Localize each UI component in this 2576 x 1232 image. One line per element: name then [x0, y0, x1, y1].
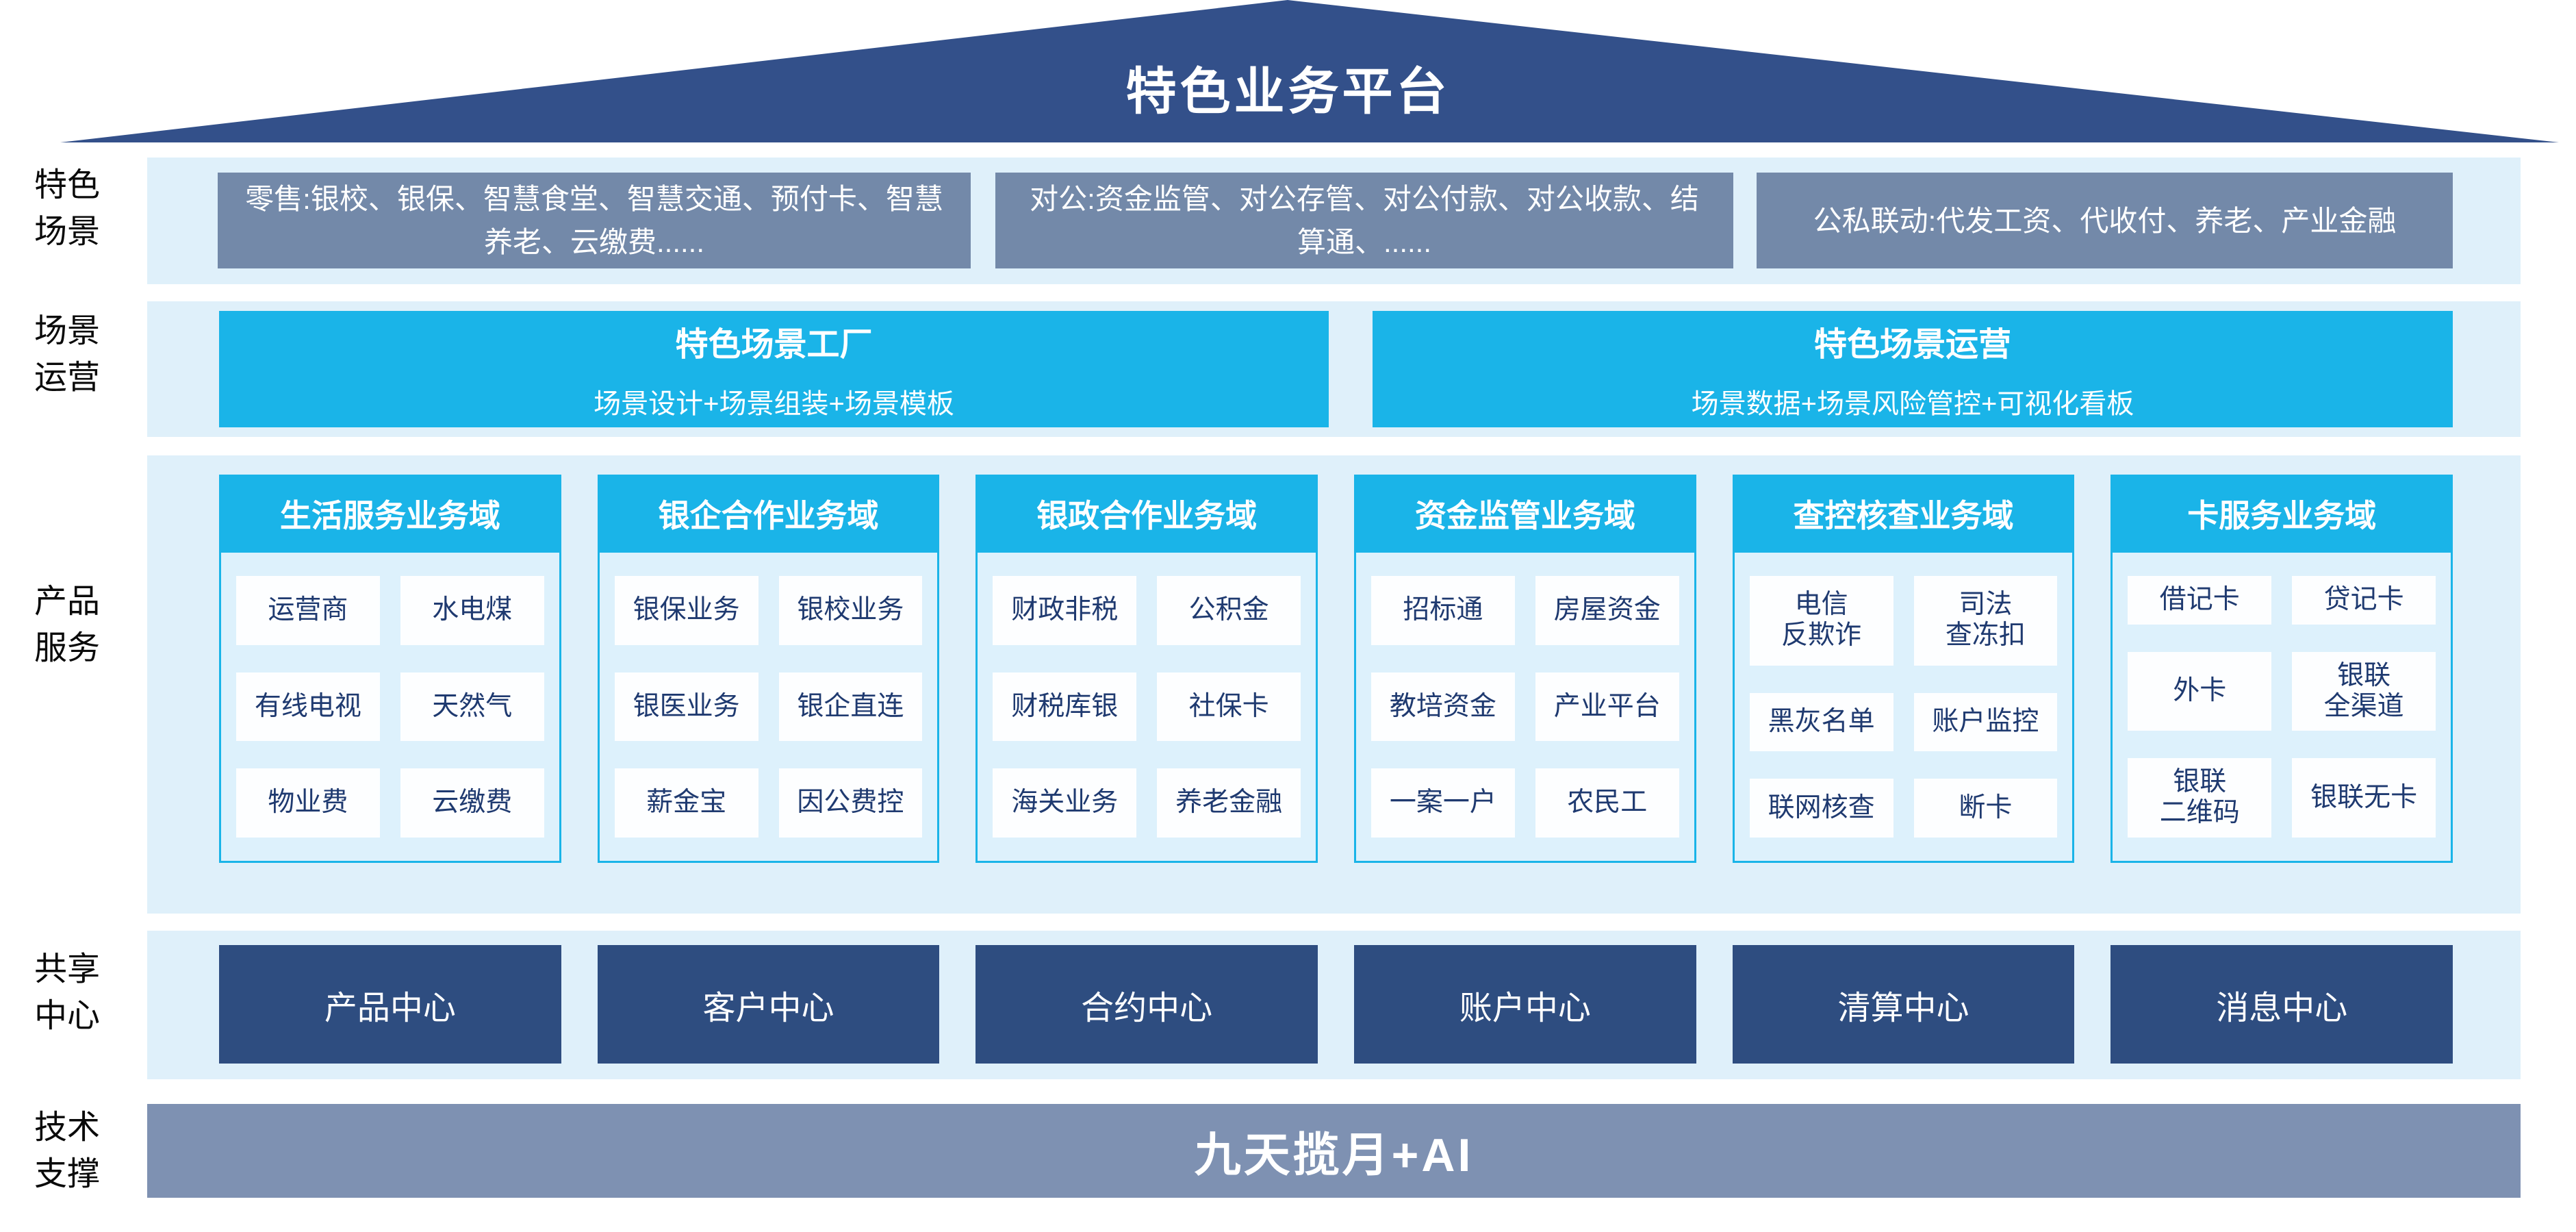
tech-support-bar: 九天揽月+AI [147, 1104, 2521, 1198]
product-cell: 有线电视 [236, 672, 380, 742]
product-cell: 财政非税 [993, 576, 1137, 645]
product-cell: 天然气 [400, 672, 544, 742]
product-column-body: 借记卡 贷记卡 外卡 银联 全渠道 银联 二维码 银联无卡 [2110, 553, 2453, 863]
product-cell: 公积金 [1157, 576, 1301, 645]
row-label-products: 产品 服务 [34, 583, 100, 667]
product-cell: 银联无卡 [2292, 758, 2436, 838]
product-cell: 银校业务 [778, 576, 923, 645]
product-cell: 司法 查冻扣 [1913, 576, 2058, 666]
product-cell: 运营商 [236, 576, 380, 645]
row-label-tech: 技术 支撑 [34, 1109, 100, 1193]
product-cell: 财税库银 [993, 672, 1137, 742]
scene-factory-title: 特色场景工厂 [675, 327, 873, 363]
product-cell: 房屋资金 [1535, 576, 1679, 645]
product-cell: 物业费 [236, 768, 380, 838]
product-column-header: 查控核查业务域 [1732, 475, 2075, 553]
product-cell: 银联 二维码 [2128, 758, 2272, 838]
product-cell: 产业平台 [1535, 672, 1679, 742]
operations-band: 特色场景工厂 场景设计+场景组装+场景模板 特色场景运营 场景数据+场景风险管控… [147, 301, 2521, 437]
product-column-body: 银保业务 银校业务 银医业务 银企直连 薪金宝 因公费控 [597, 553, 940, 863]
center-box-account: 账户中心 [1354, 945, 1696, 1064]
product-column-body: 电信 反欺诈 司法 查冻扣 黑灰名单 账户监控 联网核查 断卡 [1732, 553, 2075, 863]
scene-factory-box: 特色场景工厂 场景设计+场景组装+场景模板 [219, 311, 1329, 427]
product-cell: 银保业务 [614, 576, 758, 645]
product-column-body: 财政非税 公积金 财税库银 社保卡 海关业务 养老金融 [975, 553, 1318, 863]
product-cell: 薪金宝 [614, 768, 758, 838]
product-cell: 黑灰名单 [1749, 692, 1893, 752]
product-column-bank-enterprise: 银企合作业务域 银保业务 银校业务 银医业务 银企直连 薪金宝 因公费控 [597, 475, 940, 863]
product-cell: 因公费控 [778, 768, 923, 838]
products-band: 生活服务业务域 运营商 水电煤 有线电视 天然气 物业费 云缴费 银企合作业务域… [147, 455, 2521, 914]
product-cell: 联网核查 [1749, 779, 1893, 838]
scene-operation-box: 特色场景运营 场景数据+场景风险管控+可视化看板 [1373, 311, 2453, 427]
product-cell: 社保卡 [1157, 672, 1301, 742]
scene-operation-subtitle: 场景数据+场景风险管控+可视化看板 [1691, 389, 2134, 419]
scenes-band: 零售:银校、银保、智慧食堂、智慧交通、预付卡、智慧养老、云缴费...... 对公… [147, 158, 2521, 284]
product-column-header: 银政合作业务域 [975, 475, 1318, 553]
product-cell: 教培资金 [1371, 672, 1515, 742]
product-cell: 水电煤 [400, 576, 544, 645]
product-column-body: 运营商 水电煤 有线电视 天然气 物业费 云缴费 [219, 553, 561, 863]
product-column-inquiry-control: 查控核查业务域 电信 反欺诈 司法 查冻扣 黑灰名单 账户监控 联网核查 断卡 [1732, 475, 2075, 863]
scene-factory-subtitle: 场景设计+场景组装+场景模板 [594, 389, 954, 419]
product-column-header: 资金监管业务域 [1354, 475, 1696, 553]
product-cell: 断卡 [1913, 779, 2058, 838]
center-box-customer: 客户中心 [597, 945, 940, 1064]
tech-support-title: 九天揽月+AI [1194, 1129, 1474, 1181]
product-column-fund-supervision: 资金监管业务域 招标通 房屋资金 教培资金 产业平台 一案一户 农民工 [1354, 475, 1696, 863]
product-cell: 借记卡 [2128, 576, 2272, 625]
scene-box-corporate: 对公:资金监管、对公存管、对公付款、对公收款、结算通、...... [995, 173, 1733, 268]
product-cell: 银联 全渠道 [2292, 651, 2436, 731]
row-label-centers: 共享 中心 [34, 951, 100, 1035]
row-label-scenes: 特色 场景 [34, 167, 100, 251]
product-cell: 养老金融 [1157, 768, 1301, 838]
center-box-contract: 合约中心 [975, 945, 1318, 1064]
center-box-message: 消息中心 [2110, 945, 2453, 1064]
scene-box-retail: 零售:银校、银保、智慧食堂、智慧交通、预付卡、智慧养老、云缴费...... [218, 173, 971, 268]
product-cell: 招标通 [1371, 576, 1515, 645]
product-column-body: 招标通 房屋资金 教培资金 产业平台 一案一户 农民工 [1354, 553, 1696, 863]
product-cell: 银医业务 [614, 672, 758, 742]
product-cell: 银企直连 [778, 672, 923, 742]
row-label-operations: 场景 运营 [34, 313, 100, 397]
product-column-header: 卡服务业务域 [2110, 475, 2453, 553]
product-cell: 海关业务 [993, 768, 1137, 838]
platform-title: 特色业务平台 [1125, 63, 1451, 120]
product-cell: 外卡 [2128, 651, 2272, 731]
product-cell: 贷记卡 [2292, 576, 2436, 625]
scene-box-public-private: 公私联动:代发工资、代收付、养老、产业金融 [1757, 173, 2453, 268]
product-cell: 云缴费 [400, 768, 544, 838]
center-box-clearing: 清算中心 [1732, 945, 2075, 1064]
product-cell: 电信 反欺诈 [1749, 576, 1893, 666]
product-column-bank-government: 银政合作业务域 财政非税 公积金 财税库银 社保卡 海关业务 养老金融 [975, 475, 1318, 863]
product-column-card-services: 卡服务业务域 借记卡 贷记卡 外卡 银联 全渠道 银联 二维码 银联无卡 [2110, 475, 2453, 863]
product-column-header: 生活服务业务域 [219, 475, 561, 553]
product-column-life-services: 生活服务业务域 运营商 水电煤 有线电视 天然气 物业费 云缴费 [219, 475, 561, 863]
centers-band: 产品中心 客户中心 合约中心 账户中心 清算中心 消息中心 [147, 931, 2521, 1079]
product-cell: 农民工 [1535, 768, 1679, 838]
product-column-header: 银企合作业务域 [597, 475, 940, 553]
product-cell: 一案一户 [1371, 768, 1515, 838]
scene-operation-title: 特色场景运营 [1813, 327, 2011, 363]
product-cell: 账户监控 [1913, 692, 2058, 752]
center-box-product: 产品中心 [219, 945, 561, 1064]
